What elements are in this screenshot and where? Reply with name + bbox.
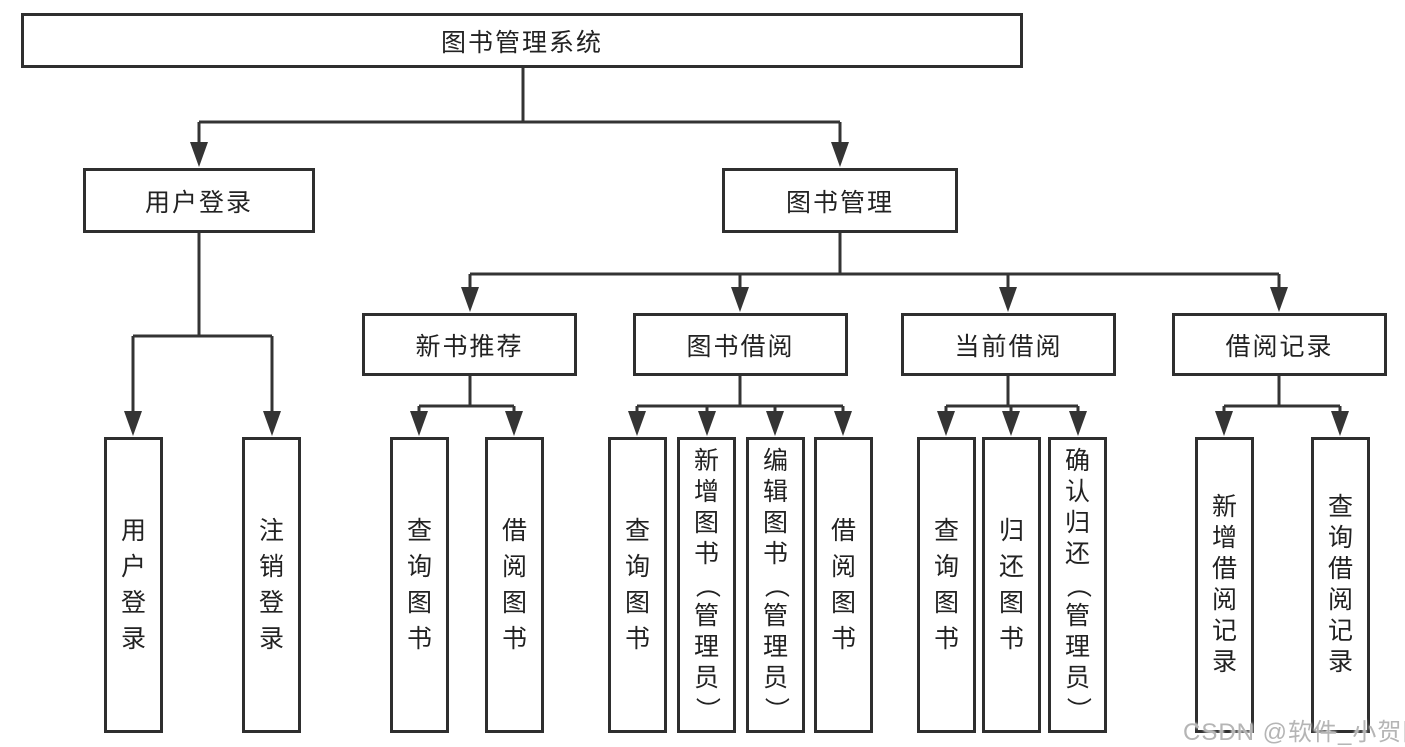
node-borrow-books-recommend: 借阅图书 bbox=[485, 437, 544, 733]
node-new-book-recommend: 新书推荐 bbox=[362, 313, 577, 376]
node-query-borrow-record: 查询借阅记录 bbox=[1311, 437, 1370, 733]
node-query-books-borrow: 查询图书 bbox=[608, 437, 667, 733]
node-confirm-return-admin: 确认归还（管理员） bbox=[1048, 437, 1107, 733]
node-book-borrowing: 图书借阅 bbox=[633, 313, 848, 376]
node-query-books-recommend: 查询图书 bbox=[390, 437, 449, 733]
node-book-management: 图书管理 bbox=[722, 168, 958, 233]
node-query-books-current: 查询图书 bbox=[917, 437, 976, 733]
node-current-borrowing: 当前借阅 bbox=[901, 313, 1116, 376]
node-logout: 注销登录 bbox=[242, 437, 301, 733]
node-login: 用户登录 bbox=[104, 437, 163, 733]
node-library-system: 图书管理系统 bbox=[21, 13, 1023, 68]
node-add-books-admin: 新增图书（管理员） bbox=[677, 437, 736, 733]
node-borrow-books-borrow: 借阅图书 bbox=[814, 437, 873, 733]
node-add-borrow-record: 新增借阅记录 bbox=[1195, 437, 1254, 733]
arrowheads bbox=[124, 142, 1349, 436]
node-edit-books-admin: 编辑图书（管理员） bbox=[746, 437, 805, 733]
node-user-login: 用户登录 bbox=[83, 168, 315, 233]
csdn-watermark: CSDN @软件_小贺同学 bbox=[1183, 719, 1405, 746]
node-borrowing-records: 借阅记录 bbox=[1172, 313, 1387, 376]
node-return-books: 归还图书 bbox=[982, 437, 1041, 733]
